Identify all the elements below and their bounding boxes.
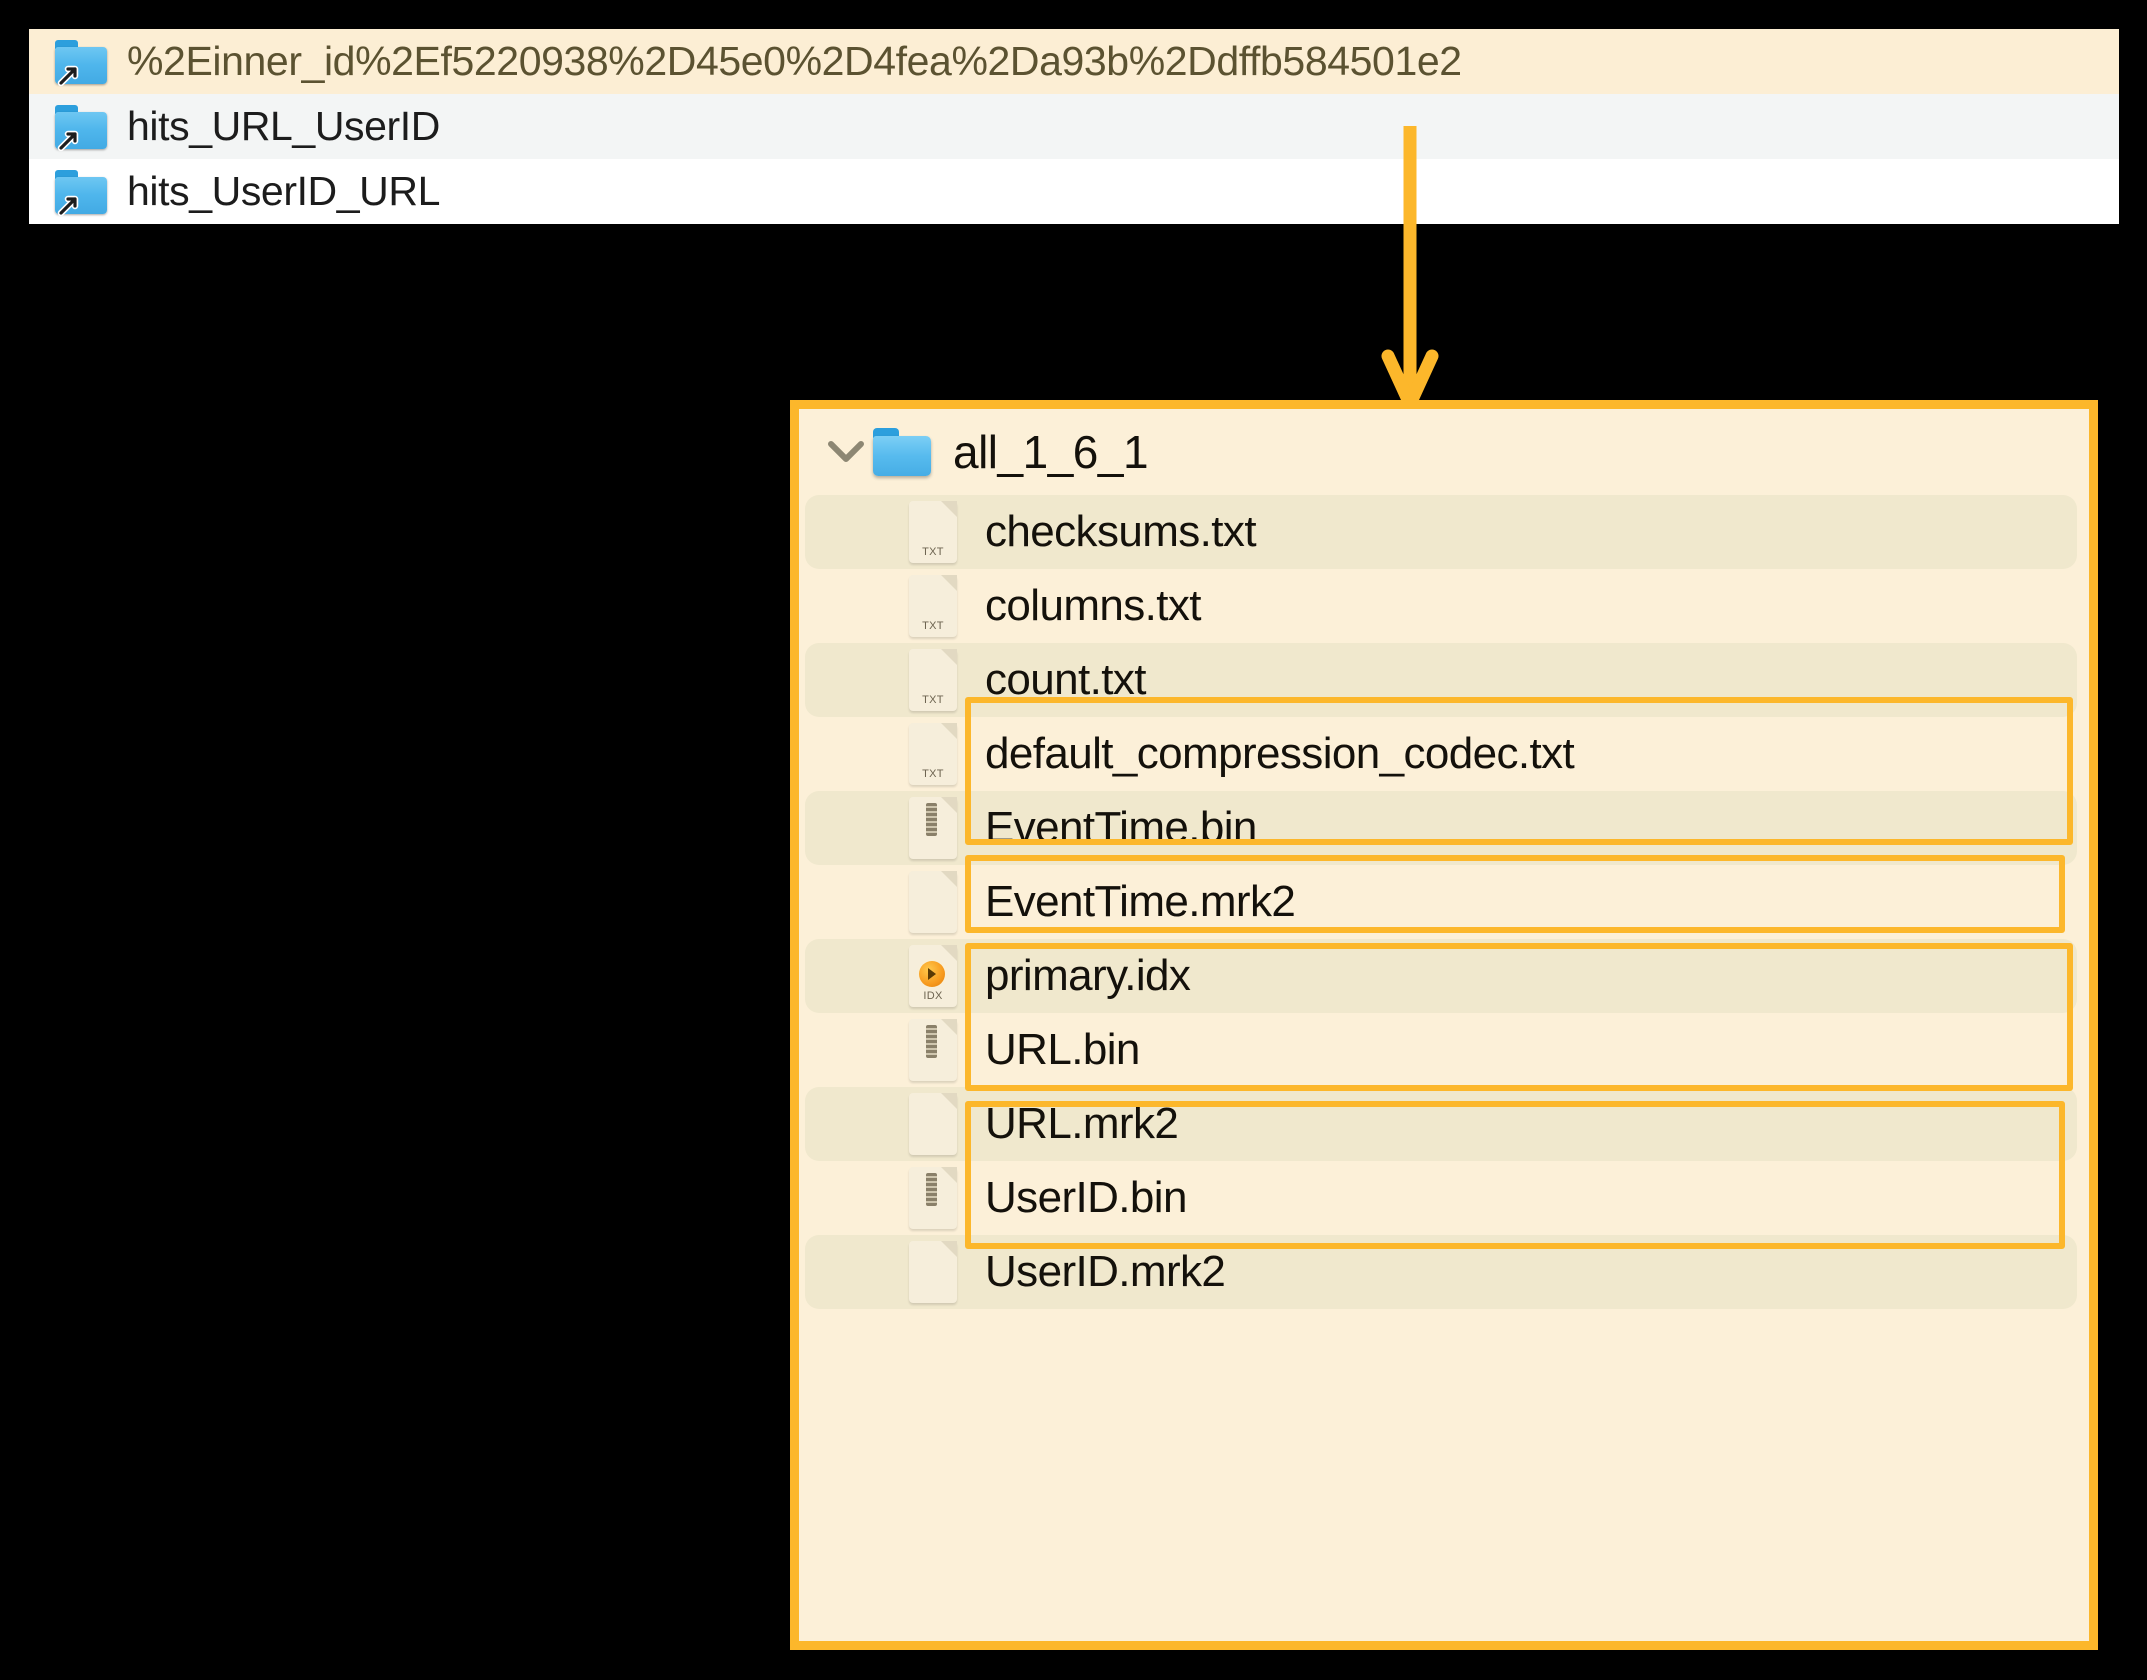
file-row-url-bin[interactable]: URL.bin <box>805 1013 2077 1087</box>
file-label: columns.txt <box>985 581 1202 630</box>
folder-symlink-icon <box>55 104 107 151</box>
file-row-eventtime-mrk2[interactable]: EventTime.mrk2 <box>805 865 2077 939</box>
list-item-label: hits_UserID_URL <box>127 168 440 214</box>
bin-file-icon <box>909 1167 957 1229</box>
file-row-default-compression-codec-txt[interactable]: TXT default_compression_codec.txt <box>805 717 2077 791</box>
file-row-eventtime-bin[interactable]: EventTime.bin <box>805 791 2077 865</box>
folder-symlink-icon <box>55 169 107 216</box>
txt-file-icon: TXT <box>909 649 957 711</box>
file-row-url-mrk2[interactable]: URL.mrk2 <box>805 1087 2077 1161</box>
symlink-arrow-icon <box>57 130 79 151</box>
file-label: URL.mrk2 <box>985 1099 1179 1148</box>
list-item[interactable]: hits_URL_UserID <box>29 94 2119 159</box>
tree-folder-all_1_6_1[interactable]: all_1_6_1 <box>799 409 2089 495</box>
generic-file-icon <box>909 1093 957 1155</box>
txt-file-icon-label: TXT <box>922 620 944 632</box>
generic-file-icon <box>909 1241 957 1303</box>
symlink-folder-list: %2Einner_id%2Ef5220938%2D45e0%2D4fea%2Da… <box>29 29 2119 224</box>
file-row-primary-idx[interactable]: IDX primary.idx <box>805 939 2077 1013</box>
file-row-columns-txt[interactable]: TXT columns.txt <box>805 569 2077 643</box>
file-row-userid-mrk2[interactable]: UserID.mrk2 <box>805 1235 2077 1309</box>
bin-file-icon <box>909 797 957 859</box>
file-label: URL.bin <box>985 1025 1140 1074</box>
file-label: default_compression_codec.txt <box>985 729 1575 778</box>
file-label: EventTime.bin <box>985 803 1257 852</box>
symlink-arrow-icon <box>57 195 79 216</box>
file-row-checksums-txt[interactable]: TXT checksums.txt <box>805 495 2077 569</box>
folder-label: all_1_6_1 <box>953 426 1149 478</box>
file-label: UserID.bin <box>985 1173 1187 1222</box>
file-label: primary.idx <box>985 951 1191 1000</box>
down-arrow-icon <box>1381 126 1439 411</box>
bin-file-icon <box>909 1019 957 1081</box>
symlink-arrow-icon <box>57 65 79 86</box>
idx-file-icon-label: IDX <box>923 990 943 1002</box>
txt-file-icon: TXT <box>909 501 957 563</box>
txt-file-icon-label: TXT <box>922 768 944 780</box>
idx-file-icon: IDX <box>909 945 957 1007</box>
file-label: count.txt <box>985 655 1147 704</box>
txt-file-icon-label: TXT <box>922 694 944 706</box>
file-label: EventTime.mrk2 <box>985 877 1296 926</box>
list-item-label: %2Einner_id%2Ef5220938%2D45e0%2D4fea%2Da… <box>127 38 1462 84</box>
folder-icon <box>873 428 931 476</box>
txt-file-icon: TXT <box>909 723 957 785</box>
folder-symlink-icon <box>55 39 107 86</box>
part-directory-panel: all_1_6_1 TXT checksums.txt TXT columns.… <box>790 400 2098 1650</box>
txt-file-icon-label: TXT <box>922 546 944 558</box>
list-item-label: hits_URL_UserID <box>127 103 440 149</box>
chevron-down-icon[interactable] <box>823 439 869 465</box>
generic-file-icon <box>909 871 957 933</box>
file-label: checksums.txt <box>985 507 1257 556</box>
file-tree: all_1_6_1 TXT checksums.txt TXT columns.… <box>799 409 2089 1309</box>
list-item[interactable]: %2Einner_id%2Ef5220938%2D45e0%2D4fea%2Da… <box>29 29 2119 94</box>
file-row-userid-bin[interactable]: UserID.bin <box>805 1161 2077 1235</box>
txt-file-icon: TXT <box>909 575 957 637</box>
file-label: UserID.mrk2 <box>985 1247 1226 1296</box>
list-item[interactable]: hits_UserID_URL <box>29 159 2119 224</box>
file-row-count-txt[interactable]: TXT count.txt <box>805 643 2077 717</box>
